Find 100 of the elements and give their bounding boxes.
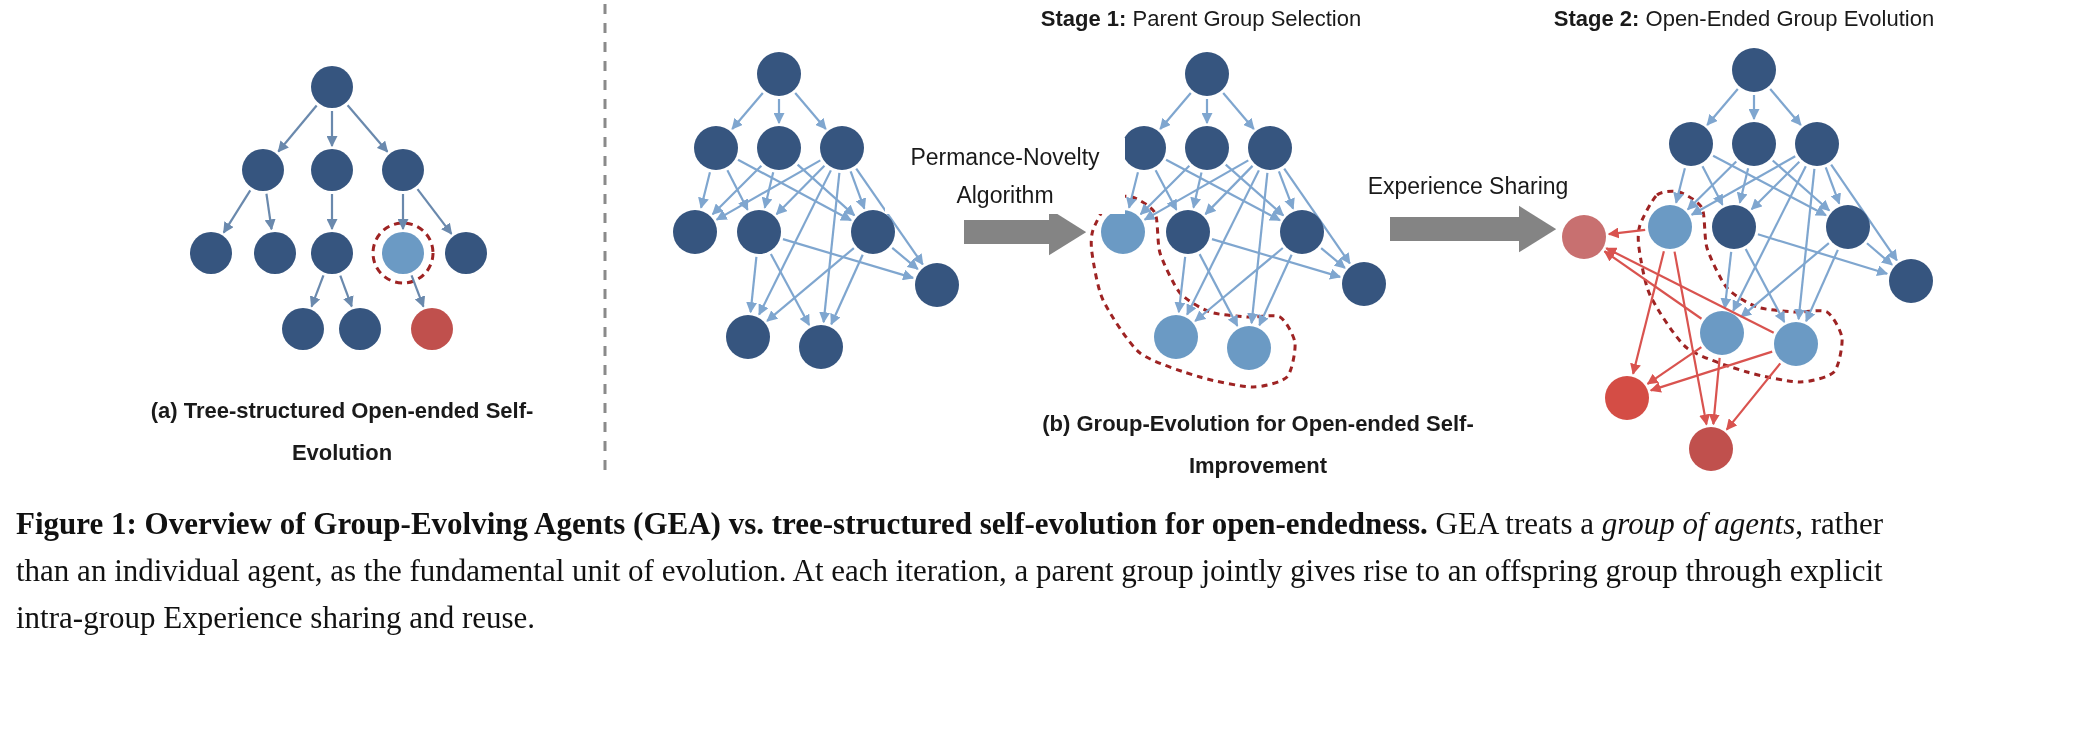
arrow <box>819 172 841 324</box>
agent-node <box>851 210 895 254</box>
panel-title: (b) Group-Evolution for Open-ended Self-Improvement <box>1041 410 1475 480</box>
agent-node <box>1795 122 1839 166</box>
arrow <box>1824 167 1841 205</box>
agent-node <box>1185 126 1229 170</box>
edge-label: Permance-Novelty Algorithm <box>885 138 1125 214</box>
agent-node <box>1826 205 1870 249</box>
agent-node <box>737 210 781 254</box>
arrow <box>1805 249 1839 323</box>
agent-node <box>1700 311 1744 355</box>
stage-heading: Stage 1: Parent Group Selection <box>1040 5 1362 33</box>
arrow <box>1736 168 1750 204</box>
arrow <box>1866 242 1893 266</box>
arrow <box>1712 154 1827 217</box>
arrow <box>761 172 775 209</box>
arrow <box>1159 92 1192 130</box>
agent-node <box>799 325 843 369</box>
agent-node <box>1342 262 1386 306</box>
arrow <box>891 247 919 270</box>
agent-node <box>1280 210 1324 254</box>
agent-node <box>726 315 770 359</box>
agent-node <box>411 308 453 350</box>
arrow <box>1225 163 1285 217</box>
arrow <box>773 99 785 125</box>
agent-node <box>757 126 801 170</box>
agent-node <box>757 52 801 96</box>
agent-node <box>311 232 353 274</box>
arrow <box>1211 238 1342 280</box>
agent-node <box>1101 210 1145 254</box>
arrow <box>1165 158 1281 222</box>
arrow <box>1143 159 1249 221</box>
arrow <box>1190 172 1203 209</box>
arrow <box>1126 172 1139 209</box>
arrow <box>1794 168 1816 321</box>
agent-node <box>915 263 959 307</box>
arrow <box>796 163 856 217</box>
arrow <box>1186 169 1260 316</box>
arrow <box>339 275 354 308</box>
agent-node <box>1689 427 1733 471</box>
agent-node <box>282 308 324 350</box>
arrow <box>731 92 764 130</box>
arrow <box>726 169 749 211</box>
arrow <box>277 104 318 153</box>
arrow <box>264 193 276 231</box>
agent-node <box>1648 205 1692 249</box>
agent-node <box>1227 326 1271 370</box>
arrow <box>1630 251 1665 375</box>
arrow <box>1320 247 1346 269</box>
arrow <box>397 194 409 231</box>
agent-node <box>445 232 487 274</box>
agent-node <box>820 126 864 170</box>
arrow <box>758 169 832 316</box>
agent-node <box>1732 122 1776 166</box>
arrow <box>1201 99 1213 125</box>
arrow <box>1708 357 1721 426</box>
arrow <box>715 159 821 221</box>
arrow <box>1603 250 1703 320</box>
arrow <box>326 111 338 148</box>
arrow <box>849 171 867 210</box>
arrow <box>737 158 852 222</box>
arrow <box>1732 165 1807 312</box>
arrow <box>1690 155 1796 216</box>
arrow <box>1198 253 1239 327</box>
arrow <box>769 253 811 326</box>
arrow <box>1750 160 1801 211</box>
arrow <box>711 164 763 216</box>
arrow <box>766 247 855 322</box>
agent-node <box>694 126 738 170</box>
agent-node <box>1154 315 1198 359</box>
arrow <box>1607 227 1646 239</box>
arrow <box>782 238 915 281</box>
arrow <box>1222 92 1255 130</box>
process-arrow <box>1390 205 1557 253</box>
agent-node <box>1166 210 1210 254</box>
arrow <box>416 188 453 235</box>
agent-node <box>254 232 296 274</box>
arrow <box>1673 251 1711 426</box>
arrow <box>1154 169 1178 211</box>
arrow <box>830 254 864 326</box>
agent-node <box>1248 126 1292 170</box>
figure-caption: Figure 1: Overview of Group-Evolving Agents (GEA) vs. tree-structured self-evolution for open-endedness. GEA treats a group of agents, rather than an individual agent, as the fundamental unit of evolution. At each iteration, a parent group jointly gives rise to an offspring group through explicit intra-group Experience sharing and reuse. <box>16 505 1884 637</box>
arrow <box>1720 251 1733 310</box>
arrow <box>746 256 758 314</box>
agent-node <box>1185 52 1229 96</box>
arrow <box>1283 167 1351 265</box>
agent-node <box>673 210 717 254</box>
arrow <box>1701 165 1724 206</box>
agent-node <box>1889 259 1933 303</box>
agent-node <box>311 66 353 108</box>
agent-node <box>1122 126 1166 170</box>
arrow <box>855 167 924 266</box>
arrow <box>1277 170 1295 210</box>
arrow <box>1725 362 1782 431</box>
agent-node <box>311 149 353 191</box>
arrow <box>1673 167 1686 204</box>
arrow <box>326 194 338 231</box>
arrow <box>794 92 827 130</box>
agent-node <box>1562 215 1606 259</box>
agent-node <box>382 232 424 274</box>
